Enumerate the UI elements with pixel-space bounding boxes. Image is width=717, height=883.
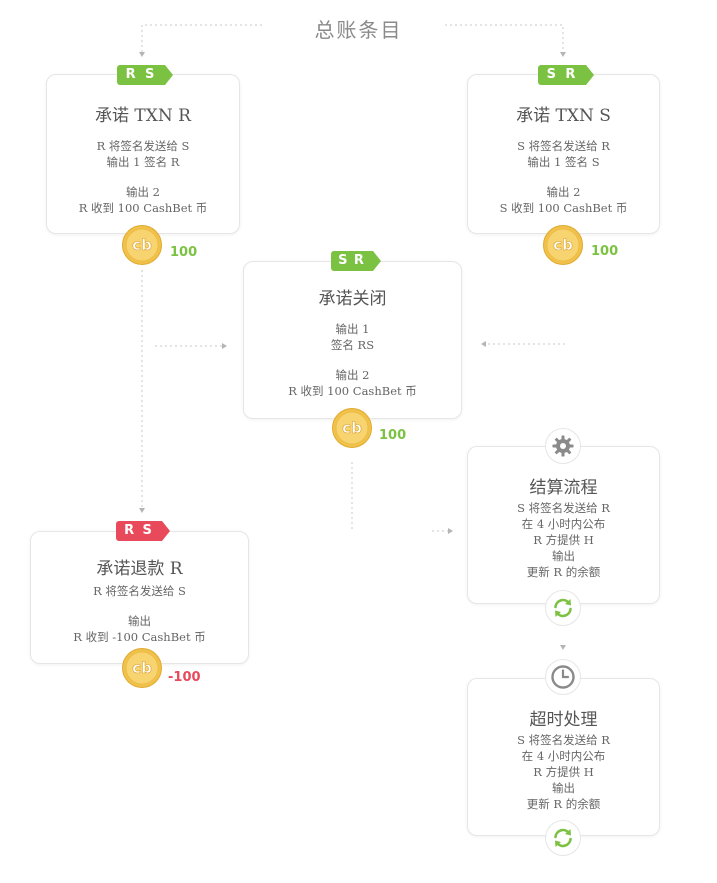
- card-line: R 方提供 H: [533, 533, 594, 547]
- card-commit-refund-r: 承诺退款 R R 将签名发送给 S 输出 R 收到 -100 CashBet 币: [30, 531, 249, 664]
- card-line: 输出: [552, 781, 575, 795]
- refresh-icon: [545, 820, 581, 856]
- card-line: R 收到 100 CashBet 币: [78, 201, 208, 215]
- card-line: 输出 1: [335, 322, 370, 336]
- card-line: S 将签名发送给 R: [517, 501, 610, 515]
- cashbet-coin-icon: cb: [332, 408, 372, 448]
- badge-letter: S: [144, 67, 155, 82]
- card-line: 更新 R 的余额: [526, 565, 601, 579]
- card-line: S 收到 100 CashBet 币: [499, 201, 628, 215]
- card-title: 超时处理: [529, 710, 598, 730]
- badge-letter: S: [142, 523, 152, 538]
- ledger-title: 总账条目: [314, 18, 403, 42]
- card-settlement-process: 结算流程 S 将签名发送给 R 在 4 小时内公布 R 方提供 H 输出 更新 …: [467, 446, 660, 604]
- badge-letter: R: [565, 67, 576, 82]
- card-line: 签名 RS: [330, 338, 375, 352]
- party-badge: S R: [538, 65, 594, 85]
- card-line: S 将签名发送给 R: [517, 733, 610, 747]
- card-line: 输出 1 签名 R: [106, 155, 180, 169]
- card-line: 输出 2: [335, 368, 370, 382]
- card-title: 承诺退款 R: [96, 559, 183, 579]
- badge-letter: S: [546, 67, 557, 82]
- badge-letter: S: [338, 253, 348, 268]
- cashbet-coin-icon: cb: [122, 225, 162, 265]
- card-line: 在 4 小时内公布: [521, 517, 606, 531]
- svg-text:cb: cb: [132, 236, 152, 254]
- card-line: R 收到 -100 CashBet 币: [73, 630, 206, 644]
- card-line: 输出 2: [546, 185, 581, 199]
- card-line: R 将签名发送给 S: [96, 139, 190, 153]
- card-line: 在 4 小时内公布: [521, 749, 606, 763]
- badge-letter: R: [353, 253, 364, 268]
- card-title: 承诺关闭: [318, 289, 387, 309]
- coin-amount: 100: [591, 244, 619, 259]
- card-line: 更新 R 的余额: [526, 797, 601, 811]
- svg-text:cb: cb: [553, 236, 573, 254]
- card-line: 输出 1 签名 S: [527, 155, 600, 169]
- coin-amount: 100: [170, 245, 198, 260]
- card-title: 承诺 TXN S: [516, 106, 611, 126]
- card-commit-txn-r: 承诺 TXN R R 将签名发送给 S 输出 1 签名 R 输出 2 R 收到 …: [46, 74, 240, 234]
- card-line: 输出 2: [126, 185, 160, 199]
- card-commit-close: 承诺关闭 输出 1 签名 RS 输出 2 R 收到 100 CashBet 币: [243, 261, 462, 419]
- card-title: 结算流程: [529, 478, 598, 498]
- badge-letter: R: [125, 67, 136, 82]
- card-line: R 将签名发送给 S: [93, 584, 186, 598]
- card-title: 承诺 TXN R: [95, 106, 191, 126]
- clock-icon: [545, 659, 581, 695]
- card-line: 输出: [128, 614, 151, 628]
- badge-letter: R: [124, 523, 135, 538]
- party-badge: S R: [331, 251, 381, 271]
- refresh-icon: [545, 590, 581, 626]
- svg-text:cb: cb: [342, 419, 362, 437]
- coin-amount: 100: [379, 428, 407, 443]
- gear-icon: [545, 428, 581, 464]
- party-badge: R S: [117, 65, 173, 85]
- svg-text:cb: cb: [132, 659, 152, 677]
- party-badge: R S: [116, 521, 170, 541]
- card-timeout-handling: 超时处理 S 将签名发送给 R 在 4 小时内公布 R 方提供 H 输出 更新 …: [467, 678, 660, 836]
- cashbet-coin-icon: cb: [543, 225, 583, 265]
- card-line: S 将签名发送给 R: [517, 139, 610, 153]
- card-commit-txn-s: 承诺 TXN S S 将签名发送给 R 输出 1 签名 S 输出 2 S 收到 …: [467, 74, 660, 234]
- card-line: R 方提供 H: [533, 765, 594, 779]
- card-line: R 收到 100 CashBet 币: [288, 384, 417, 398]
- card-line: 输出: [552, 549, 575, 563]
- coin-amount: -100: [168, 670, 201, 685]
- cashbet-coin-icon: cb: [122, 648, 162, 688]
